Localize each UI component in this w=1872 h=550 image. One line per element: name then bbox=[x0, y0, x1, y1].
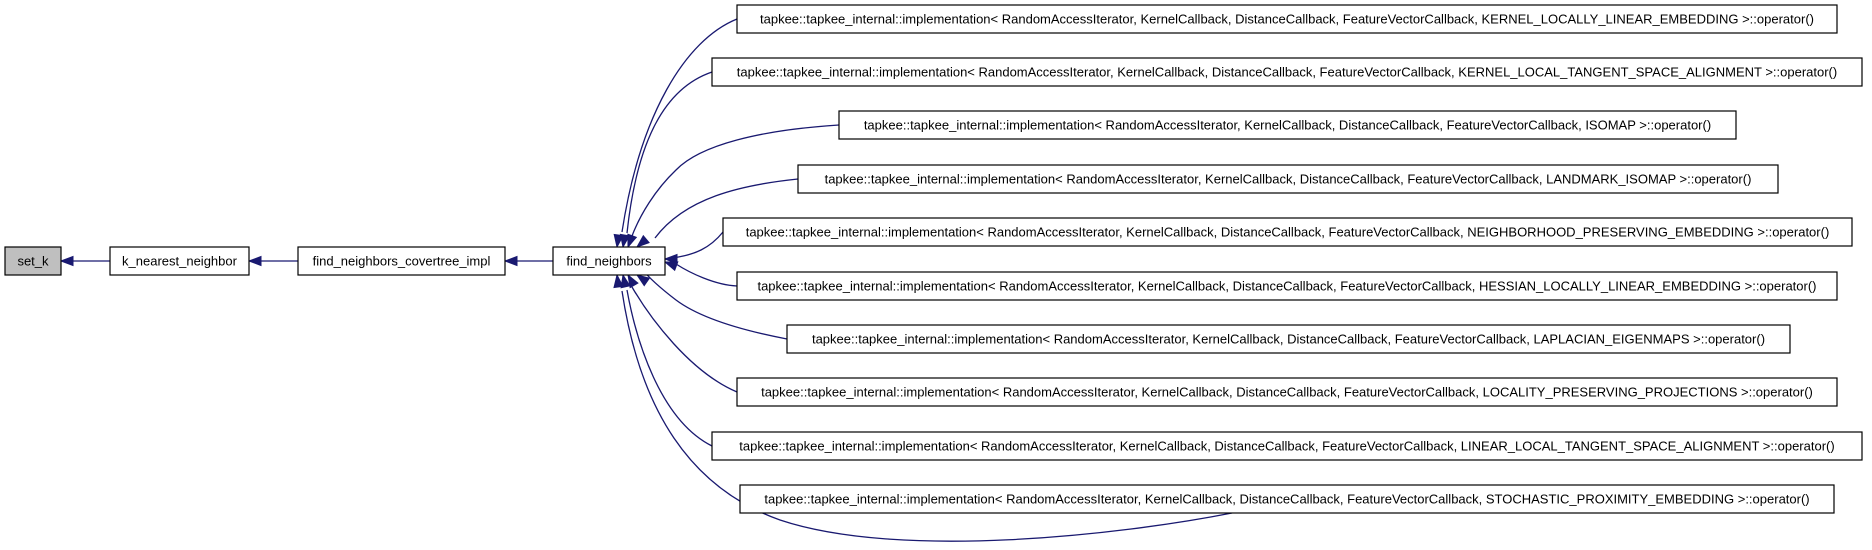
node-caller-stochastic-proximity-embedding-label: tapkee::tapkee_internal::implementation<… bbox=[764, 492, 1809, 507]
node-caller-linear-local-tangent-space-alignment-box bbox=[711, 431, 1863, 461]
node-caller-hessian-locally-linear-embedding-box bbox=[736, 271, 1838, 301]
node-caller-kernel-local-tangent-space-alignment-label: tapkee::tapkee_internal::implementation<… bbox=[737, 65, 1837, 80]
edge-line bbox=[675, 263, 738, 287]
node-caller-hessian-locally-linear-embedding[interactable]: tapkee::tapkee_internal::implementation<… bbox=[736, 271, 1838, 301]
edge-stochastic_proximity_embedding-to-find_neighbors bbox=[613, 273, 1233, 542]
node-set-k-box bbox=[4, 246, 62, 276]
node-caller-linear-local-tangent-space-alignment[interactable]: tapkee::tapkee_internal::implementation<… bbox=[711, 431, 1863, 461]
edge-arrowhead bbox=[627, 273, 639, 289]
edge-arrowhead bbox=[503, 255, 518, 267]
edge-landmark_isomap-to-find_neighbors bbox=[635, 178, 799, 248]
edge-arrowhead bbox=[613, 273, 624, 289]
node-caller-neighborhood-preserving-embedding-label: tapkee::tapkee_internal::implementation<… bbox=[746, 225, 1830, 240]
edge-isomap-to-find_neighbors bbox=[627, 124, 840, 249]
edge-line bbox=[626, 289, 713, 447]
edge-arrowhead bbox=[619, 233, 631, 249]
edge-arrowhead bbox=[627, 233, 638, 249]
node-caller-stochastic-proximity-embedding-box bbox=[739, 484, 1835, 514]
node-caller-locality-preserving-projections-label: tapkee::tapkee_internal::implementation<… bbox=[761, 385, 1813, 400]
node-caller-kernel-local-tangent-space-alignment-box bbox=[711, 57, 1863, 87]
node-find-neighbors-box bbox=[552, 246, 666, 276]
edge-locality_preserving_projections-to-find_neighbors bbox=[627, 273, 738, 393]
edge-arrowhead bbox=[663, 261, 679, 272]
edge-arrowhead bbox=[247, 255, 262, 267]
node-find-neighbors-label: find_neighbors bbox=[566, 254, 652, 269]
node-k-nearest-neighbor[interactable]: k_nearest_neighbor bbox=[109, 246, 250, 276]
node-caller-isomap[interactable]: tapkee::tapkee_internal::implementation<… bbox=[838, 110, 1737, 140]
edge-arrowhead bbox=[635, 274, 651, 287]
edge-linear_local_tangent_space_alignment-to-find_neighbors bbox=[620, 273, 713, 447]
node-caller-locality-preserving-projections-box bbox=[736, 377, 1838, 407]
node-caller-kernel-local-tangent-space-alignment[interactable]: tapkee::tapkee_internal::implementation<… bbox=[711, 57, 1863, 87]
edge-line bbox=[621, 18, 738, 233]
edge-line bbox=[631, 124, 840, 237]
node-caller-laplacian-eigenmaps[interactable]: tapkee::tapkee_internal::implementation<… bbox=[786, 324, 1791, 354]
edge-arrowhead bbox=[663, 253, 678, 265]
edge-line bbox=[654, 178, 799, 239]
node-caller-stochastic-proximity-embedding[interactable]: tapkee::tapkee_internal::implementation<… bbox=[739, 484, 1835, 514]
node-caller-neighborhood-preserving-embedding[interactable]: tapkee::tapkee_internal::implementation<… bbox=[722, 217, 1853, 247]
node-caller-landmark-isomap[interactable]: tapkee::tapkee_internal::implementation<… bbox=[797, 164, 1779, 194]
node-caller-kernel-locally-linear-embedding-box bbox=[736, 4, 1838, 34]
edge-k_nearest_neighbor-to-set_k bbox=[59, 255, 110, 267]
edge-line bbox=[671, 231, 724, 259]
node-k-nearest-neighbor-label: k_nearest_neighbor bbox=[122, 254, 238, 269]
edge-hessian_locally_linear_embedding-to-find_neighbors bbox=[663, 261, 738, 287]
node-caller-laplacian-eigenmaps-label: tapkee::tapkee_internal::implementation<… bbox=[812, 332, 1765, 347]
node-layer: set_k k_nearest_neighbor find_neighbors_co… bbox=[4, 4, 1863, 514]
edge-line bbox=[626, 71, 713, 234]
edge-kernel_local_tangent_space_alignment-to-find_neighbors bbox=[619, 71, 713, 249]
node-caller-hessian-locally-linear-embedding-label: tapkee::tapkee_internal::implementation<… bbox=[757, 279, 1816, 294]
node-caller-neighborhood-preserving-embedding-box bbox=[722, 217, 1853, 247]
node-caller-isomap-label: tapkee::tapkee_internal::implementation<… bbox=[864, 118, 1711, 133]
edge-arrowhead bbox=[620, 273, 631, 289]
node-caller-laplacian-eigenmaps-box bbox=[786, 324, 1791, 354]
edge-arrowhead bbox=[59, 255, 74, 267]
node-caller-landmark-isomap-box bbox=[797, 164, 1779, 194]
node-caller-landmark-isomap-label: tapkee::tapkee_internal::implementation<… bbox=[825, 172, 1752, 187]
node-caller-kernel-locally-linear-embedding-label: tapkee::tapkee_internal::implementation<… bbox=[760, 12, 1814, 27]
node-find-neighbors-covertree-impl-label: find_neighbors_covertree_impl bbox=[313, 254, 491, 269]
node-set-k-label: set_k bbox=[17, 254, 49, 269]
edge-find_neighbors_covertree_impl-to-k_nearest_neighbor bbox=[247, 255, 298, 267]
edge-kernel_locally_linear_embedding-to-find_neighbors bbox=[613, 18, 738, 249]
node-caller-isomap-box bbox=[838, 110, 1737, 140]
node-find-neighbors[interactable]: find_neighbors bbox=[552, 246, 666, 276]
edge-arrowhead bbox=[635, 234, 650, 248]
edge-find_neighbors-to-find_neighbors_covertree_impl bbox=[503, 255, 553, 267]
edge-line bbox=[631, 286, 738, 393]
node-find-neighbors-covertree-impl[interactable]: find_neighbors_covertree_impl bbox=[297, 246, 506, 276]
edge-line bbox=[621, 290, 1233, 542]
node-caller-kernel-locally-linear-embedding[interactable]: tapkee::tapkee_internal::implementation<… bbox=[736, 4, 1838, 34]
node-find-neighbors-covertree-impl-box bbox=[297, 246, 506, 276]
edge-neighborhood_preserving_embedding-to-find_neighbors bbox=[663, 231, 724, 265]
node-k-nearest-neighbor-box bbox=[109, 246, 250, 276]
node-set-k[interactable]: set_k bbox=[4, 246, 62, 276]
node-caller-locality-preserving-projections[interactable]: tapkee::tapkee_internal::implementation<… bbox=[736, 377, 1838, 407]
node-caller-linear-local-tangent-space-alignment-label: tapkee::tapkee_internal::implementation<… bbox=[739, 439, 1834, 454]
